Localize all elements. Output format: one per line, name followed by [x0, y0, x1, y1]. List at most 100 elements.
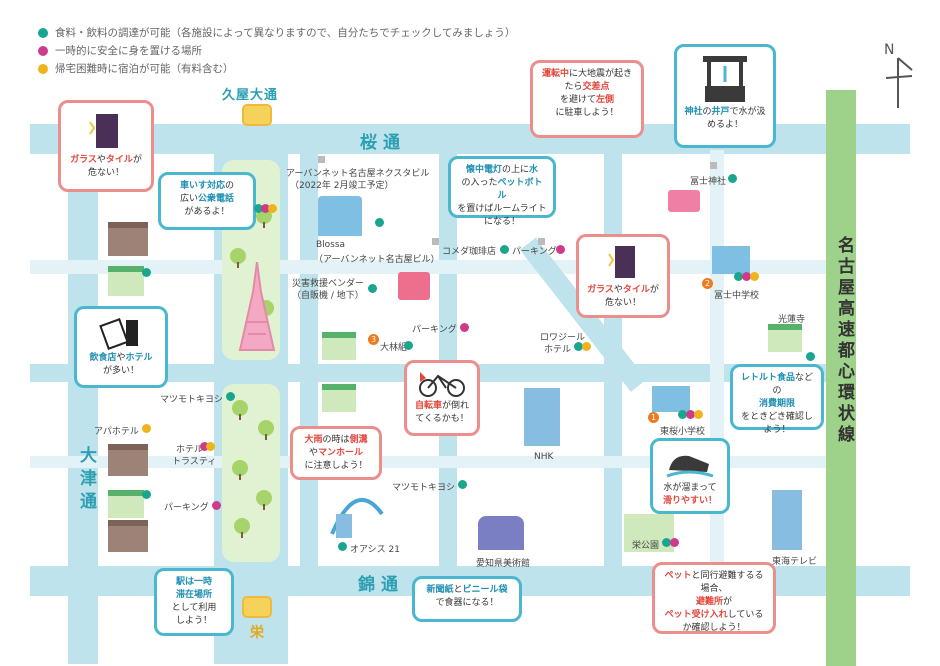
number-1-badge: 1: [648, 412, 659, 423]
teal-pin: [806, 352, 815, 361]
teal-pin: [728, 174, 737, 183]
bicycle-bubble: 自転車が倒れてくるかも！: [404, 360, 480, 436]
yellow-pin: [750, 272, 759, 281]
sakura-road: [30, 124, 910, 154]
teal-dot-icon: [38, 28, 48, 38]
parking1-label: パーキング: [512, 247, 557, 257]
rowajiru-label: ロワジール: [540, 333, 586, 343]
ohbayashi-label: 大林組: [380, 343, 408, 353]
marker-square: [710, 162, 717, 169]
magenta-pin: [556, 245, 565, 254]
bank-icon: [108, 520, 148, 552]
convenience-store-icon: [322, 384, 356, 412]
otsu-road: [68, 124, 98, 664]
tokai-tv-building-icon: [772, 490, 802, 550]
teal-pin: [678, 410, 687, 419]
magenta-pin: [686, 410, 695, 419]
station-stay-bubble: 駅は一時 滞在場所 として利用 しよう！: [154, 568, 234, 636]
apa-label: アパホテル: [94, 427, 139, 437]
north-arrow-icon: [885, 57, 913, 108]
post-office-icon: [398, 272, 430, 300]
shrine-building-icon: [668, 190, 700, 212]
nishiki-road-label: 錦通: [358, 575, 404, 595]
vending-sub: （自販機 / 地下）: [292, 291, 364, 301]
yellow-pin: [694, 410, 703, 419]
teal-pin: [375, 218, 384, 227]
restaurant-hotel-bubble: 飲食店やホテル が多い！: [74, 306, 168, 388]
number-3-badge: 3: [368, 334, 379, 345]
teal-pin: [338, 542, 347, 551]
museum-icon: [478, 516, 524, 550]
compass: N: [878, 42, 918, 112]
tv-tower-icon: [238, 262, 276, 351]
parking3-label: パーキング: [164, 503, 209, 513]
yellow-pin: [582, 342, 591, 351]
convenience-store-icon: [108, 490, 144, 518]
park-south: [222, 384, 280, 562]
teal-pin: [254, 204, 263, 213]
convenience-store-icon: [108, 266, 144, 296]
teal-pin: [142, 268, 151, 277]
number-2-badge: 2: [702, 278, 713, 289]
magenta-pin: [670, 538, 679, 547]
teal-pin: [368, 284, 377, 293]
bank-icon: [108, 444, 148, 476]
museum-label: 愛知県美術館: [476, 559, 531, 569]
magenta-dot-icon: [38, 46, 48, 56]
school-icon: [652, 386, 690, 412]
urbannet-sub: （2022年 2月竣工予定）: [290, 181, 394, 191]
well-icon: [703, 56, 747, 102]
sakae-station-icon: [242, 596, 272, 618]
magenta-pin: [261, 204, 270, 213]
convenience-store-icon: [768, 324, 802, 352]
yellow-dot-icon: [38, 64, 48, 74]
trusty-sub: トラスティ: [172, 457, 217, 467]
higashisakura-label: 東桜小学校: [660, 427, 706, 437]
blossa-sub: （アーバンネット名古屋ビル）: [314, 255, 440, 265]
bottle-icon: [99, 318, 138, 350]
nhk-building-icon: [524, 388, 560, 446]
earthquake-driving-bubble: 運転中に大地震が起きたら交差点 を避けて左側 に駐車しよう！: [530, 60, 644, 138]
magenta-pin: [742, 272, 751, 281]
legend: 食料・飲料の調達が可能（各施設によって異なりますので、自分たちでチェックしてみま…: [38, 24, 515, 78]
expressway-label: 名古屋高速都心環状線: [834, 236, 854, 446]
urbannet-label: アーバンネット名古屋ネクスタビル: [286, 169, 430, 179]
magenta-pin: [212, 501, 221, 510]
rowajiru-sub: ホテル: [544, 345, 572, 355]
yellow-pin: [206, 442, 215, 451]
nhk-label: NHK: [534, 452, 554, 462]
falling-building-icon: [89, 114, 118, 148]
hisaya-road-label: 久屋大通: [222, 88, 279, 103]
teal-pin: [574, 342, 583, 351]
matsumoto1-label: マツモトキヨシ: [160, 395, 224, 405]
shrine-well-bubble: 神社の井戸で水が汲めるよ！: [674, 44, 776, 148]
sakae-park-label: 栄公園: [632, 541, 660, 551]
slipping-shoe-icon: [666, 455, 714, 478]
tokai-tv-label: 東海テレビ: [772, 557, 818, 567]
fuji-school-label: 冨士中学校: [714, 291, 760, 301]
expressway: [826, 90, 856, 666]
falling-building-icon: [608, 246, 635, 278]
legend-stay: 帰宅困難時に宿泊が可能（有料含む）: [38, 60, 515, 78]
school-icon: [712, 246, 750, 274]
komeda-label: コメダ珈琲店: [442, 247, 497, 257]
retort-food-bubble: レトルト食品などの 消費期限 をときどき確認しよう！: [730, 364, 824, 435]
legend-safe: 一時的に安全に身を置ける場所: [38, 42, 515, 60]
teal-pin: [734, 272, 743, 281]
tree-icon: [232, 460, 248, 480]
sakura-road-label: 桜通: [360, 133, 406, 153]
tree-icon: [258, 420, 274, 440]
sakae-station-label: 栄: [250, 625, 264, 641]
office-building-icon: [318, 196, 362, 236]
oasis-label: オアシス 21: [350, 545, 400, 555]
teal-pin: [142, 490, 151, 499]
yellow-pin: [142, 424, 151, 433]
oasis21-icon: [330, 497, 384, 538]
legend-food: 食料・飲料の調達が可能（各施設によって異なりますので、自分たちでチェックしてみま…: [38, 24, 515, 42]
glass-tile-bubble-1: ガラスやタイルが 危ない！: [58, 100, 154, 192]
blossa-label: Blossa: [316, 240, 346, 250]
fuji-shrine-label: 冨士神社: [690, 177, 727, 187]
magenta-pin: [200, 442, 209, 451]
newspaper-bubble: 新聞紙とビニール袋 で食器になる！: [412, 576, 522, 622]
parking2-label: パーキング: [412, 325, 457, 335]
